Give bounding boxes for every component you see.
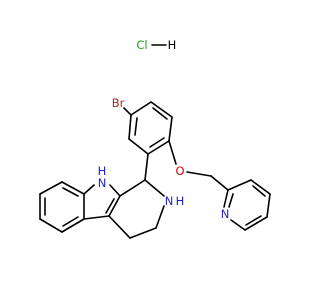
bond-line (144, 153, 149, 181)
bond-line (62, 216, 79, 227)
bromophenyl-ring: Br (112, 96, 173, 181)
amine-nitrogen-label: N (165, 194, 174, 208)
bond-line (230, 219, 246, 231)
bond-line (128, 138, 149, 155)
amine-hydrogen-label: H (176, 194, 185, 208)
bond-line (83, 184, 95, 195)
ether-linker: O (168, 140, 212, 178)
molecule-drawing: Cl H H N N H (39, 38, 271, 239)
bond-line (39, 218, 63, 233)
bond-line (150, 101, 173, 118)
bromine-atom-label: Br (112, 96, 125, 110)
oxygen-atom-label: O (175, 164, 184, 178)
bond-line (266, 193, 271, 218)
hydrogen-atom-label: H (168, 38, 177, 52)
bond-line (210, 175, 229, 191)
bond-line (130, 101, 152, 116)
bond-line (244, 216, 268, 231)
pyridine-nitrogen-label: N (221, 207, 230, 221)
indole-nitrogen-label: N (98, 176, 107, 190)
bond-line (147, 140, 170, 155)
indole-hydrogen-label: H (98, 164, 107, 178)
pyridine-ring: N (210, 175, 271, 231)
bond-line (155, 205, 165, 229)
bond-line (39, 181, 63, 195)
bond-line (128, 114, 132, 140)
chlorine-atom-label: Cl (136, 38, 147, 52)
bond-line (152, 107, 168, 120)
bond-line (228, 193, 234, 208)
bond-line (108, 195, 121, 217)
bond-line (61, 218, 85, 233)
bond-line (144, 179, 165, 197)
tetrahydropyridine-ring: N H (108, 179, 185, 239)
bond-line (108, 215, 131, 239)
bond-line (109, 184, 121, 197)
bond-line (250, 179, 271, 195)
bond-line (168, 116, 173, 142)
bond-line (61, 181, 85, 195)
bond-line (245, 215, 262, 226)
bond-line (227, 179, 252, 191)
bond-line (62, 187, 79, 197)
hydrochloride-salt: Cl H (136, 38, 176, 52)
bond-line (119, 179, 146, 197)
bond-line (168, 140, 177, 165)
bond-line (252, 185, 266, 197)
bond-line (83, 215, 110, 220)
bond-line (123, 107, 132, 116)
bond-line (186, 171, 212, 177)
indole-benzene-ring (39, 181, 85, 233)
bond-line (134, 117, 138, 136)
pyrrole-ring: H N (83, 164, 121, 220)
bond-line (129, 227, 157, 239)
structure-diagram: Cl H H N N H (39, 38, 271, 239)
bond-line (223, 189, 229, 208)
bond-line (149, 137, 165, 148)
bond-line (105, 198, 115, 214)
